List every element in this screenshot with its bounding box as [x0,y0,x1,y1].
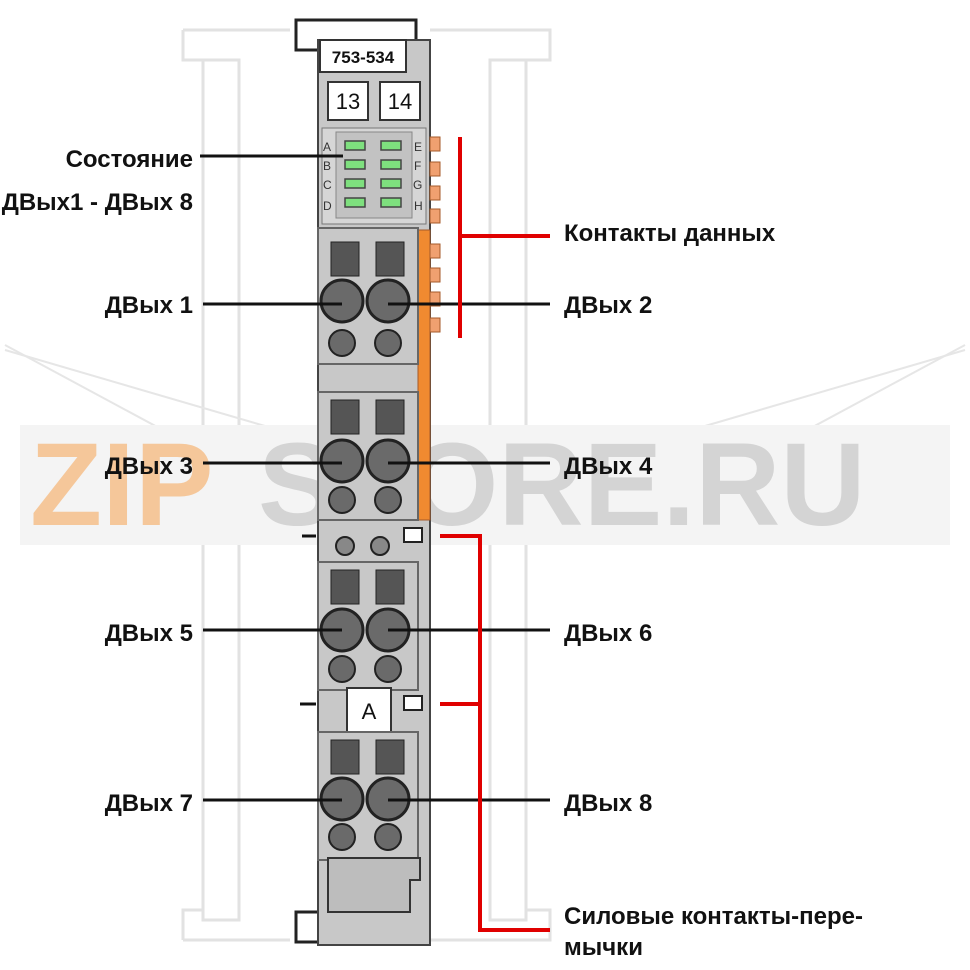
data-contacts [429,136,441,333]
power-jumper-label-line2: мычки [564,934,643,961]
terminal-block-2 [317,391,419,521]
orange-side-strip [417,229,431,521]
terminal-block-4 [317,731,419,861]
power-connector-lower: A [300,687,423,733]
led-label-a: A [323,140,331,154]
led-label-e: E [414,140,422,154]
led-label-g: G [413,178,422,192]
led-label-c: C [323,178,332,192]
bottom-clip [327,857,421,913]
watermark-left: ZIP [30,419,214,551]
model-plate [319,39,407,73]
led-a [344,140,366,151]
power-connector-upper [302,527,423,556]
led-g [380,178,402,189]
status-label-line1: Состояние [66,146,193,173]
dout6-label: ДВых 6 [564,620,652,647]
io-module: 753-534 13 14 A B C D E F G H [294,18,441,946]
dout4-label: ДВых 4 [564,453,653,480]
dout5-label: ДВых 5 [105,620,193,647]
marker-13-label: 13 [336,89,360,114]
led-d [344,197,366,208]
dout3-label: ДВых 3 [105,453,193,480]
led-e [380,140,402,151]
callout-lines [200,154,550,802]
terminal-block-3 [317,561,419,691]
red-brackets [440,137,550,932]
power-jumper-label-line1: Силовые контакты-пере- [564,903,863,930]
dout8-label: ДВых 8 [564,790,652,817]
led-label-h: H [414,199,423,213]
jumper-label: A [362,699,377,724]
dout2-label: ДВых 2 [564,292,652,319]
marker-14 [379,81,421,121]
terminal-block-1 [317,227,419,365]
led-group [344,140,402,208]
led-b [344,159,366,170]
data-contacts-label: Контакты данных [564,220,776,247]
led-label-b: B [323,159,331,173]
led-label-f: F [414,159,421,173]
marker-14-label: 14 [388,89,412,114]
led-f [380,159,402,170]
marker-13 [327,81,369,121]
led-label-d: D [323,199,332,213]
model-number: 753-534 [332,48,395,67]
dout7-label: ДВых 7 [105,790,193,817]
led-c [344,178,366,189]
dout1-label: ДВых 1 [105,292,193,319]
watermark: ZIP STORE.RU [20,419,950,551]
status-label-line2: ДВых1 - ДВых 8 [2,189,193,216]
led-h [380,197,402,208]
